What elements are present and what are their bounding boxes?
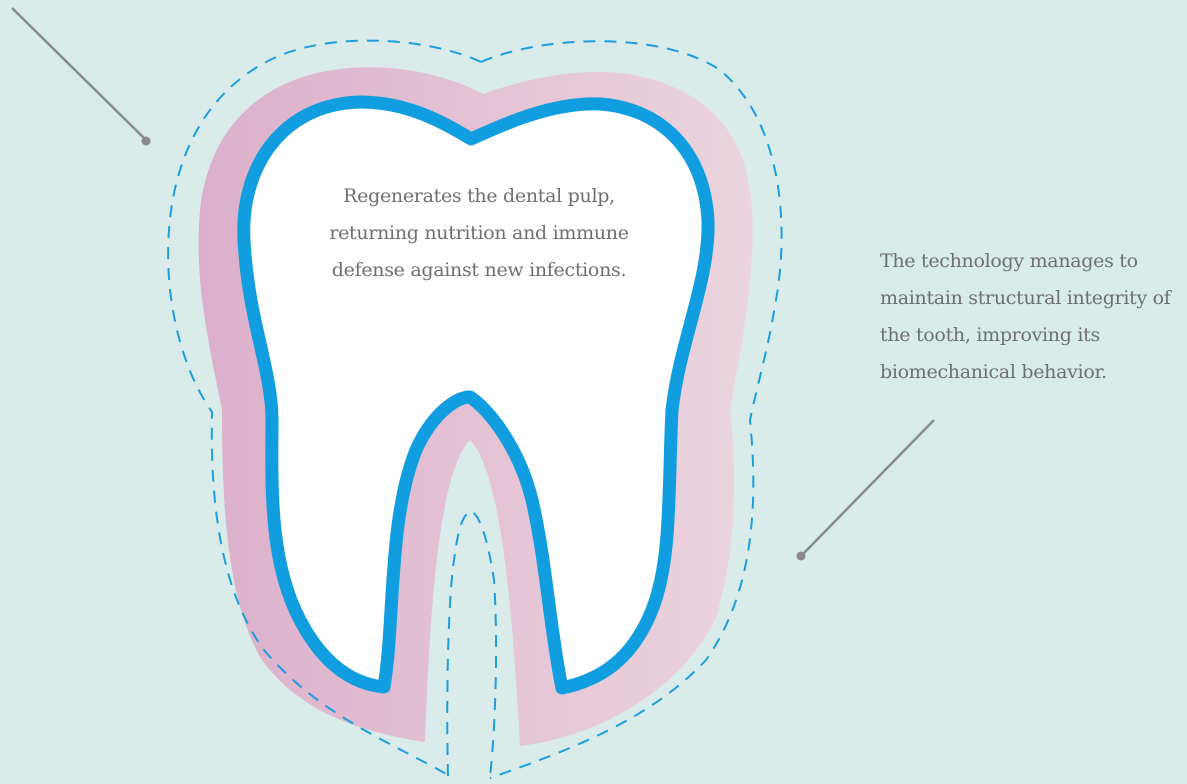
root-canal-dashed <box>447 511 496 778</box>
pulp-caption: Regenerates the dental pulp, returning n… <box>318 178 640 289</box>
leader-line-top-left <box>12 8 144 138</box>
leader-line-right <box>804 420 934 553</box>
leader-dot-right <box>797 552 806 561</box>
structure-caption: The technology manages to maintain struc… <box>880 243 1180 391</box>
leader-dot-top-left <box>142 137 151 146</box>
